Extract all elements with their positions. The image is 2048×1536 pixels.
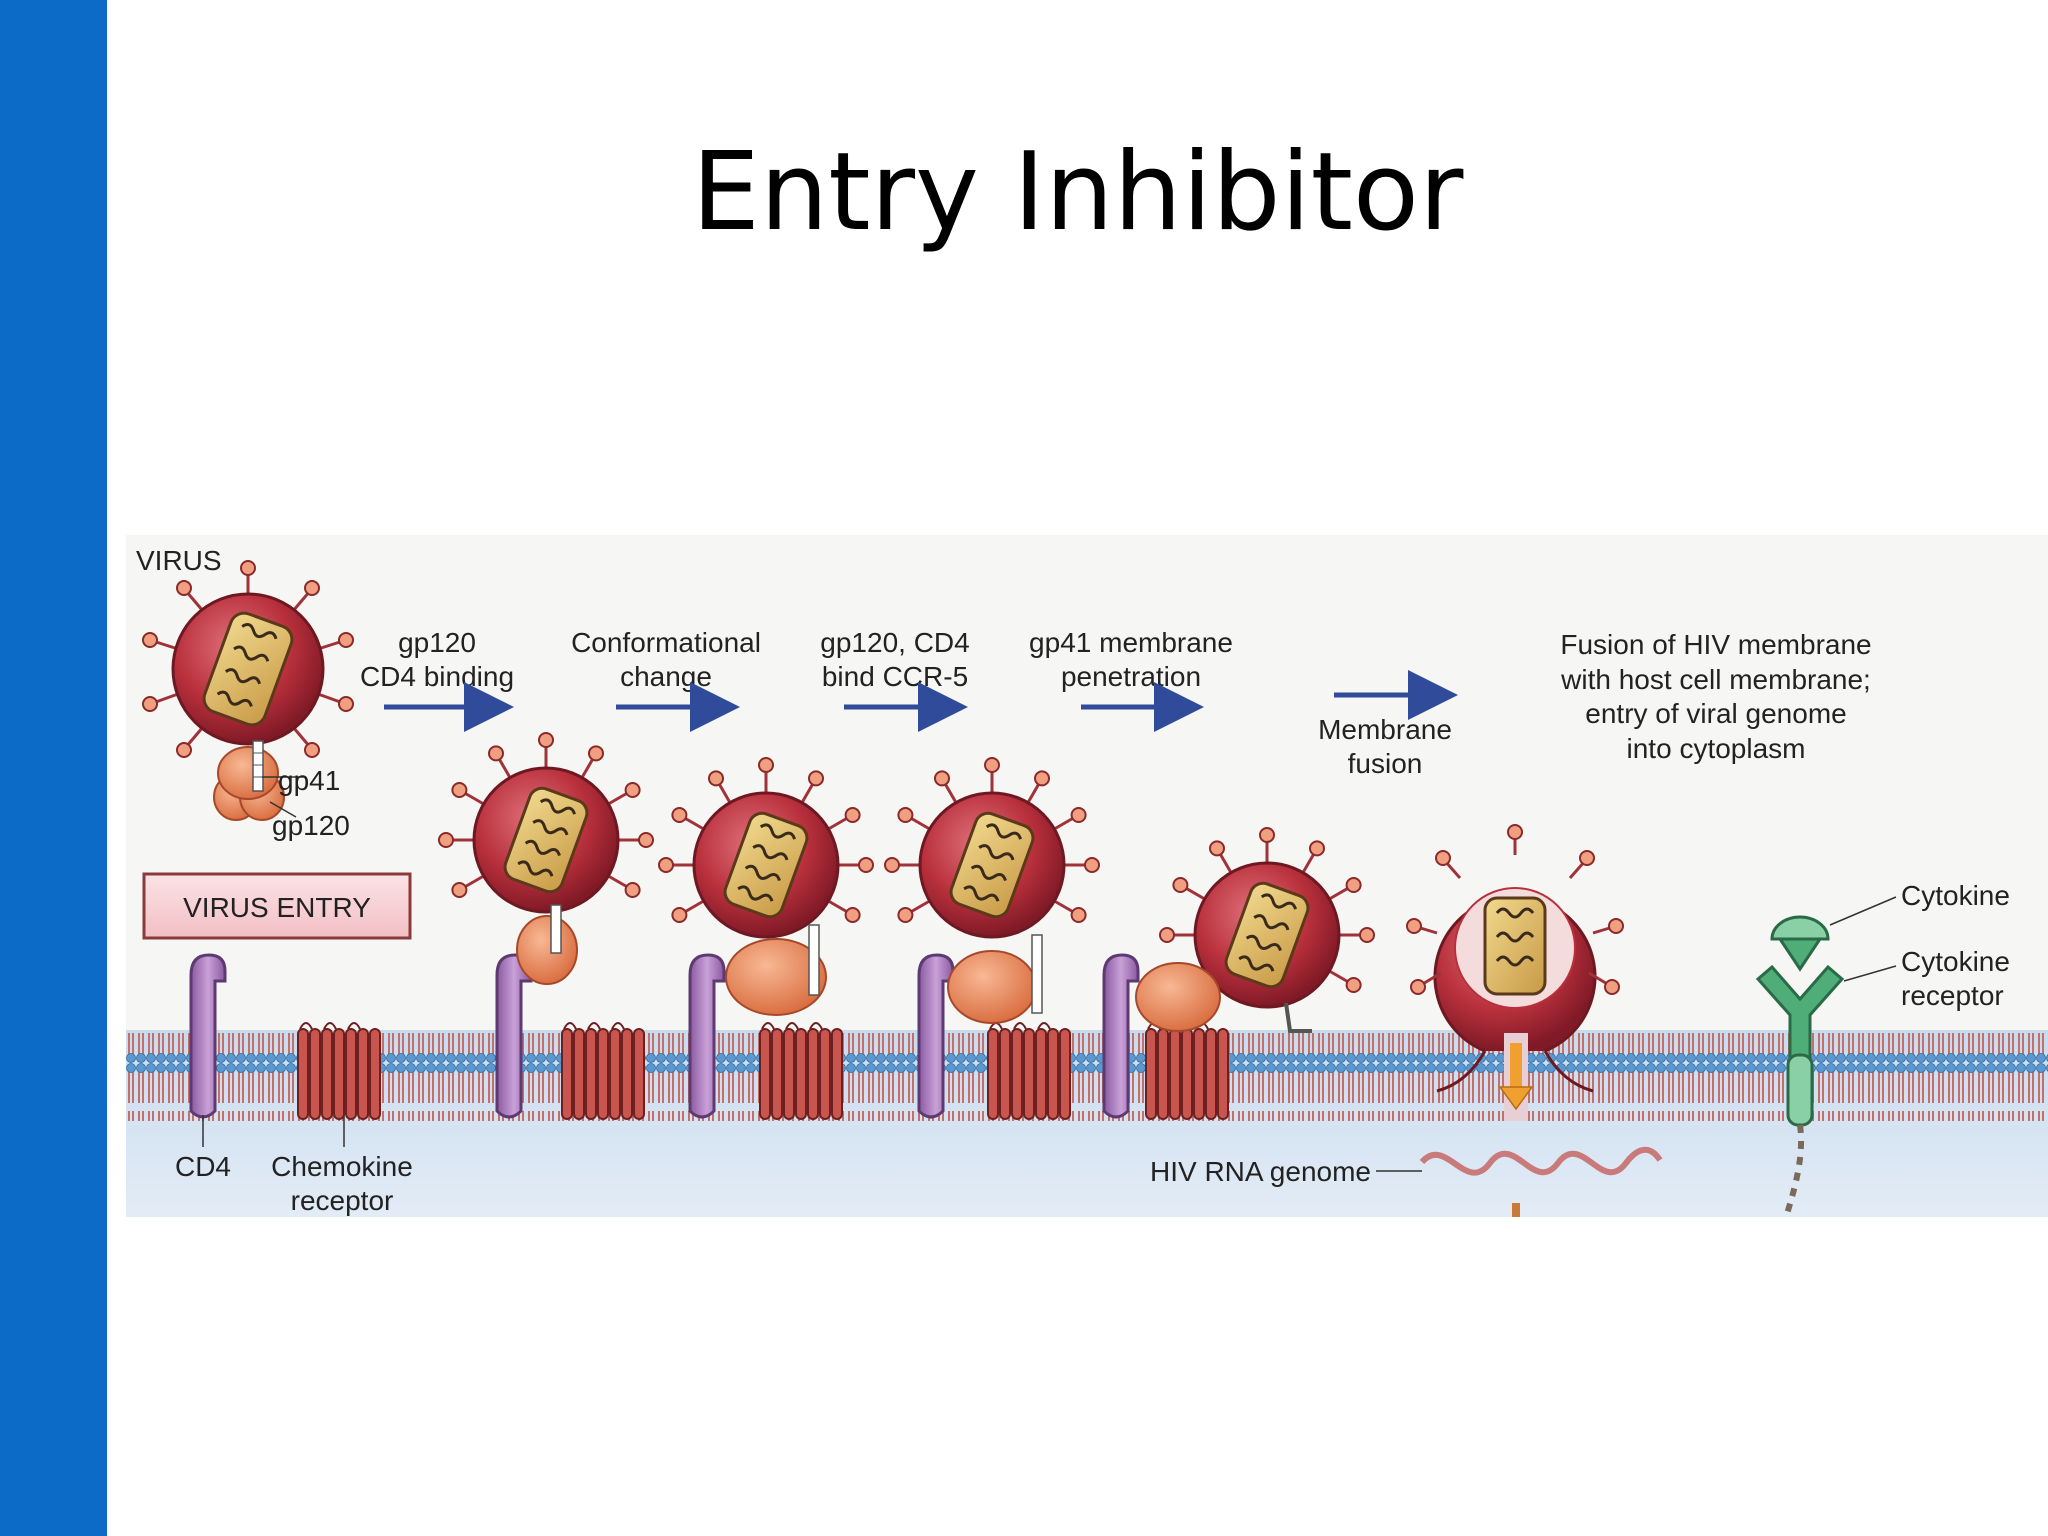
virus-core [723, 811, 809, 919]
virus-core [949, 811, 1035, 919]
cell-membrane [126, 1033, 2048, 1121]
chemokine-receptor [1145, 1022, 1229, 1120]
chemokine-receptor [297, 1022, 381, 1120]
cytokine-receptor-label-1: Cytokine [1901, 946, 2010, 977]
fusing-virus [1406, 824, 1624, 1093]
cytokine [1770, 915, 1830, 972]
cytokine-receptor [1755, 964, 1845, 1217]
step-3-line-2: bind CCR-5 [822, 661, 968, 692]
virus-spikes [884, 757, 1100, 923]
step-1-line-1: gp120 [398, 627, 476, 658]
bound-virus [1159, 827, 1375, 1009]
hiv-entry-diagram: VIRUS gp41 gp120 VIRUS ENTRY gp120 CD4 b… [126, 535, 2048, 1217]
gp120-gp41-complex [213, 740, 285, 821]
chemokine-label-2: receptor [291, 1185, 394, 1216]
fusion-text-1: Fusion of HIV membrane [1560, 629, 1871, 660]
bound-virus [438, 732, 654, 914]
chemokine-receptor [987, 1022, 1071, 1120]
cd4-receptor [1102, 953, 1140, 1119]
gp120-gp41-complex [516, 915, 578, 985]
gp120-gp41-complex [725, 938, 827, 1016]
cytokine-receptor-label-2: receptor [1901, 980, 2004, 1011]
step-5-line-1: Membrane [1318, 714, 1452, 745]
step-5-line-2: fusion [1348, 748, 1423, 779]
bound-virus [658, 757, 874, 939]
gp120-gp41-complex [947, 950, 1037, 1024]
fusion-text-2: with host cell membrane; [1560, 664, 1871, 695]
virus-core [1224, 881, 1310, 989]
virus-spikes [142, 560, 354, 758]
fusion-text-3: entry of viral genome [1585, 698, 1846, 729]
step-2-line-1: Conformational [571, 627, 761, 658]
hiv-rna-label: HIV RNA genome [1150, 1156, 1371, 1187]
cd4-receptor [917, 953, 955, 1119]
slide-title: Entry Inhibitor [691, 130, 1464, 255]
step-1-line-2: CD4 binding [360, 661, 514, 692]
entry-down-arrow [1498, 1043, 1534, 1111]
hiv-rna-genome [1419, 1146, 1663, 1176]
gp120-gp41-complex [1135, 962, 1221, 1032]
virus-spikes [658, 757, 874, 923]
step-3-line-1: gp120, CD4 [820, 627, 969, 658]
chemokine-label-1: Chemokine [271, 1151, 413, 1182]
cd4-label: CD4 [175, 1151, 231, 1182]
step-2-line-2: change [620, 661, 712, 692]
step-4-line-1: gp41 membrane [1029, 627, 1233, 658]
virus-spikes [438, 732, 654, 898]
fusing-virus-spikes [1406, 824, 1624, 995]
virus-entry-box: VIRUS ENTRY [142, 872, 412, 940]
chemokine-receptor [759, 1022, 843, 1120]
cytokine-label: Cytokine [1901, 880, 2010, 911]
virus-core [503, 786, 589, 894]
gp41-label: gp41 [278, 765, 340, 796]
bound-virus [884, 757, 1100, 939]
gp120-label: gp120 [272, 810, 350, 841]
cd4-receptor [688, 953, 726, 1119]
fusing-virus-core [1483, 896, 1547, 996]
cd4-receptor [189, 953, 227, 1119]
step-4-line-2: penetration [1061, 661, 1201, 692]
fusion-text-4: into cytoplasm [1627, 733, 1806, 764]
virus-label: VIRUS [136, 545, 222, 576]
virus-core [202, 611, 294, 727]
free-virus [142, 560, 354, 821]
virus-entry-label: VIRUS ENTRY [183, 892, 371, 923]
chemokine-receptor [561, 1022, 645, 1120]
slide-accent-bar [0, 0, 107, 1536]
